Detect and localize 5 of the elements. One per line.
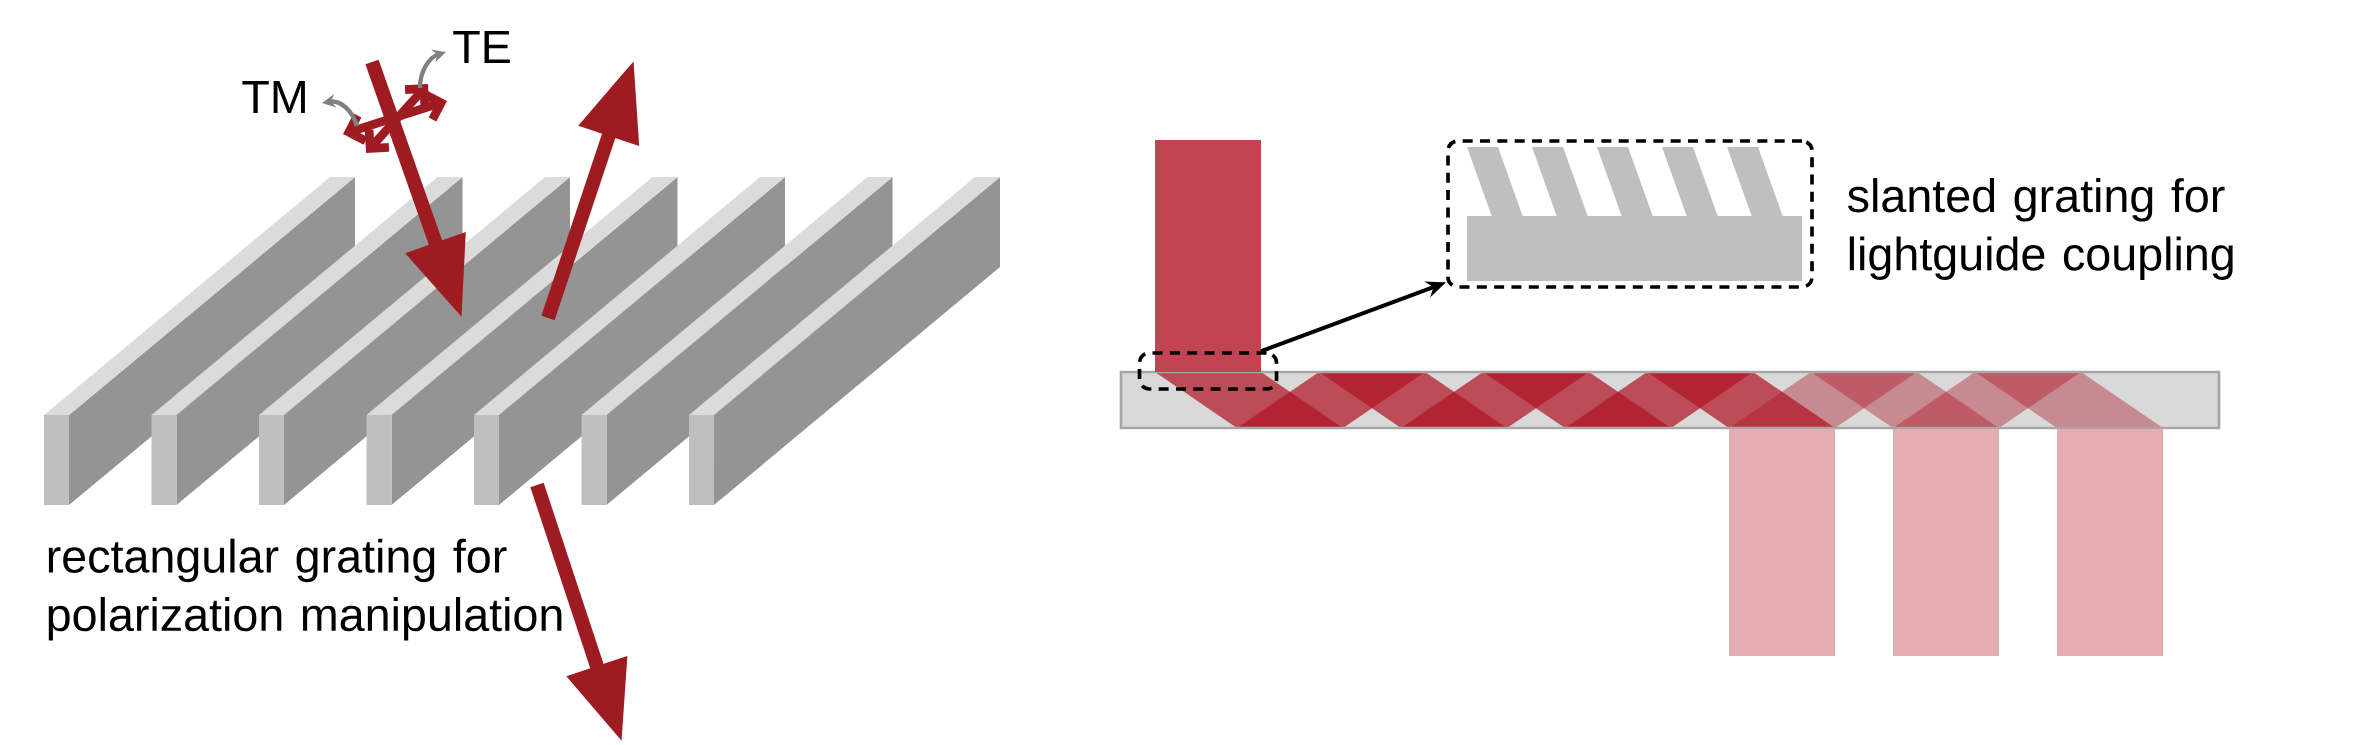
caption-text: slanted grating for lightguide coupling [1848, 178, 2233, 280]
polarization-label: TE [453, 30, 510, 64]
description-text: rectangular grating for polarization manipulation [48, 538, 562, 641]
dashed-box [1137, 351, 1279, 391]
polarization-label: TM [242, 80, 305, 114]
